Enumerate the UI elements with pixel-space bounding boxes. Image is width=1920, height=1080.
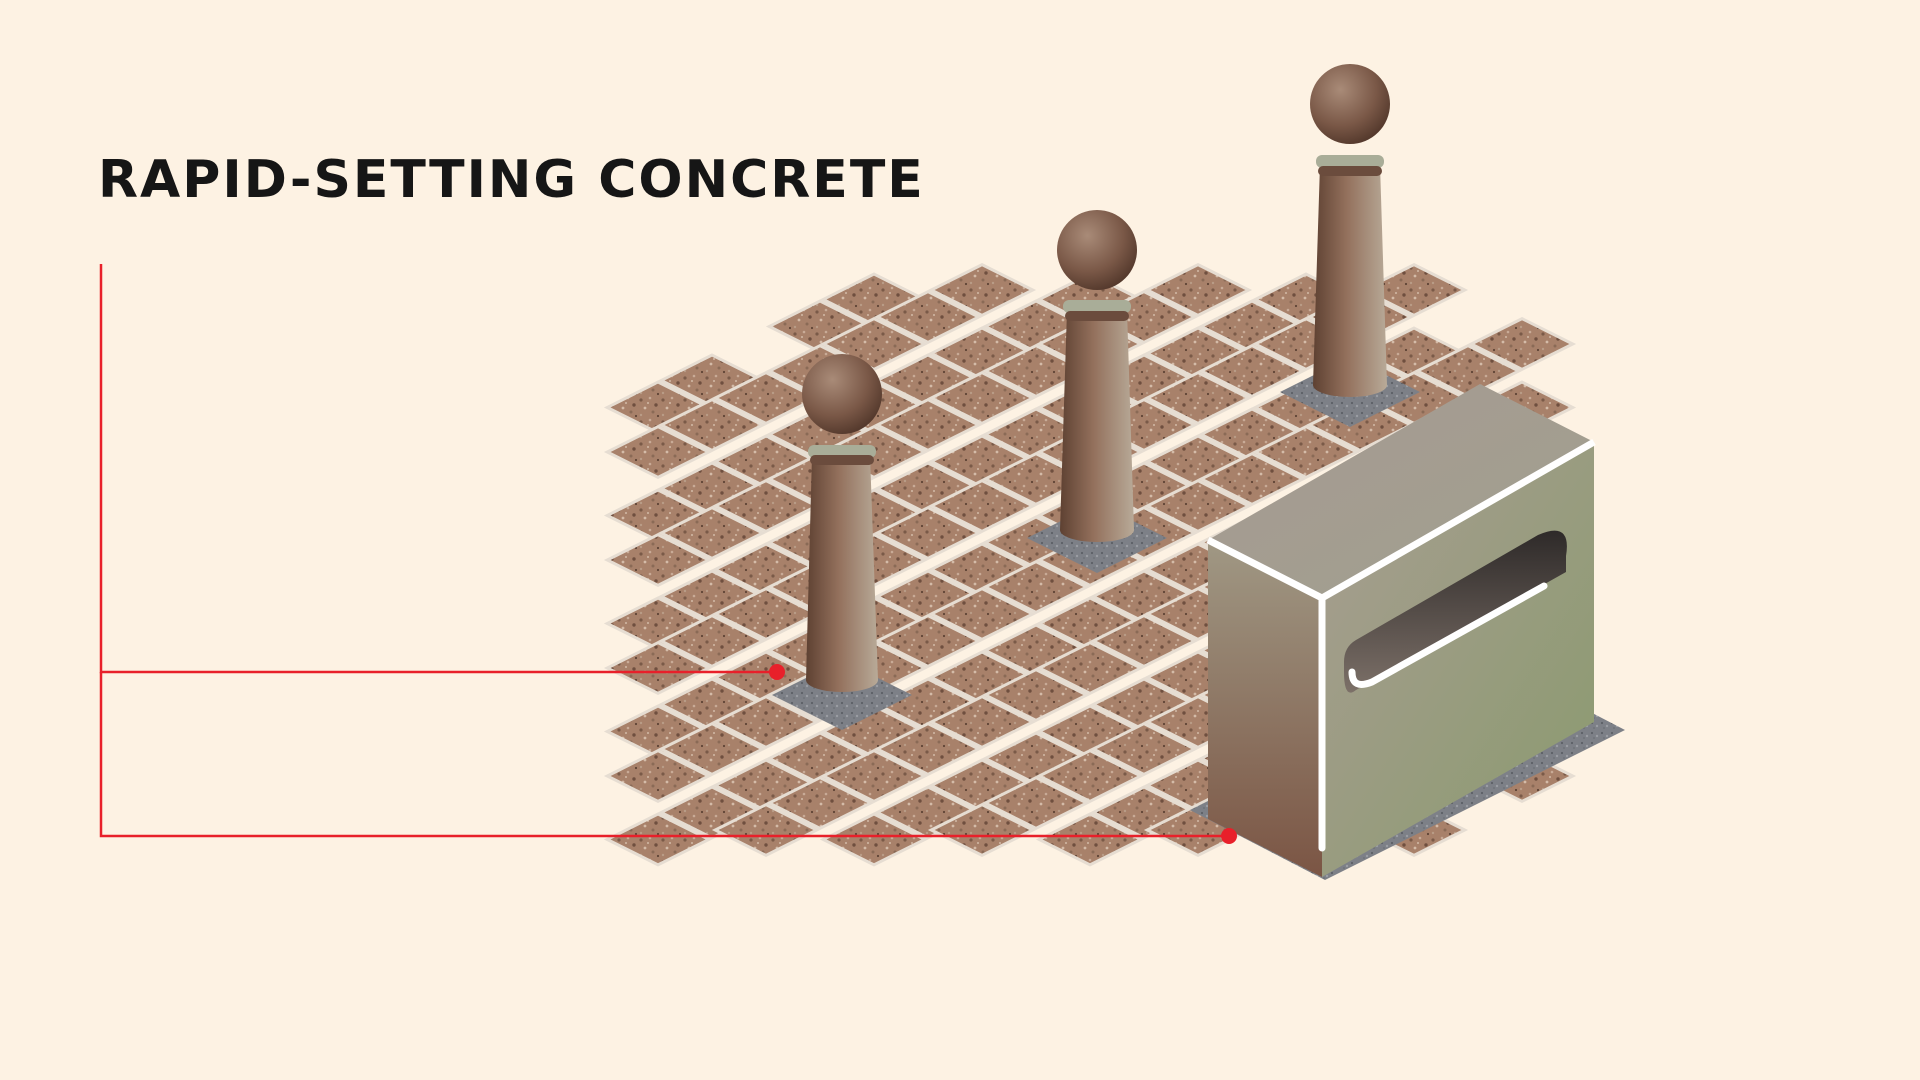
bollard-middle — [1057, 210, 1137, 542]
paving-tile — [873, 721, 983, 777]
paving-tile — [1197, 343, 1307, 399]
paving-tile — [819, 748, 929, 804]
callout-lines — [99, 264, 1237, 844]
paving-tile — [1143, 370, 1253, 426]
paving-tile — [927, 370, 1037, 426]
paving-tile — [657, 721, 767, 777]
paving-tile — [1089, 721, 1199, 777]
paving-tile — [711, 802, 821, 858]
paving-tile — [1035, 748, 1145, 804]
paving-tile — [981, 667, 1091, 723]
paving-tile — [873, 613, 983, 669]
callout-dot-utility-box — [1221, 828, 1237, 844]
paving-tile — [927, 586, 1037, 642]
paving-tile — [1197, 451, 1307, 507]
paving-tile — [657, 397, 767, 453]
paving-tile — [819, 812, 929, 867]
paving-tile — [711, 586, 821, 642]
paving-tile — [711, 694, 821, 750]
paving-tile — [603, 640, 713, 696]
bollard-right — [1310, 64, 1390, 397]
utility-box-side — [1208, 540, 1322, 877]
paving-tile — [711, 478, 821, 534]
paving-tile — [981, 559, 1091, 615]
paving-tile — [711, 370, 821, 426]
paving-tile — [657, 613, 767, 669]
paving-tile — [603, 424, 713, 480]
utility-box-top — [1208, 384, 1594, 598]
paving-tile — [927, 694, 1037, 750]
paving-tile — [603, 812, 713, 867]
bollard-left — [802, 354, 882, 692]
paving-tile — [603, 532, 713, 588]
paving-tile — [927, 262, 1037, 318]
paving-tile — [927, 478, 1037, 534]
paving-tile — [1035, 640, 1145, 696]
paving-tile — [1143, 478, 1253, 534]
paving-tile — [603, 748, 713, 804]
paving-tile — [873, 397, 983, 453]
utility-box-slot — [1344, 530, 1567, 693]
paving-tile — [1035, 812, 1145, 867]
paving-tile — [927, 802, 1037, 858]
paving-tile — [1251, 424, 1361, 480]
paving-tile — [873, 505, 983, 561]
paving-tile — [981, 775, 1091, 831]
paving-tile — [657, 505, 767, 561]
diagram-title: RAPID-SETTING CONCRETE — [98, 150, 925, 210]
callout-line-utility-box — [99, 672, 1229, 838]
paving-tile — [1143, 262, 1253, 318]
paving-tile — [1467, 316, 1577, 372]
callout-dot-bollard — [769, 664, 785, 680]
paving-tile — [873, 289, 983, 345]
utility-box — [1206, 384, 1596, 877]
paving-tile — [1089, 613, 1199, 669]
paving-tile — [765, 775, 875, 831]
